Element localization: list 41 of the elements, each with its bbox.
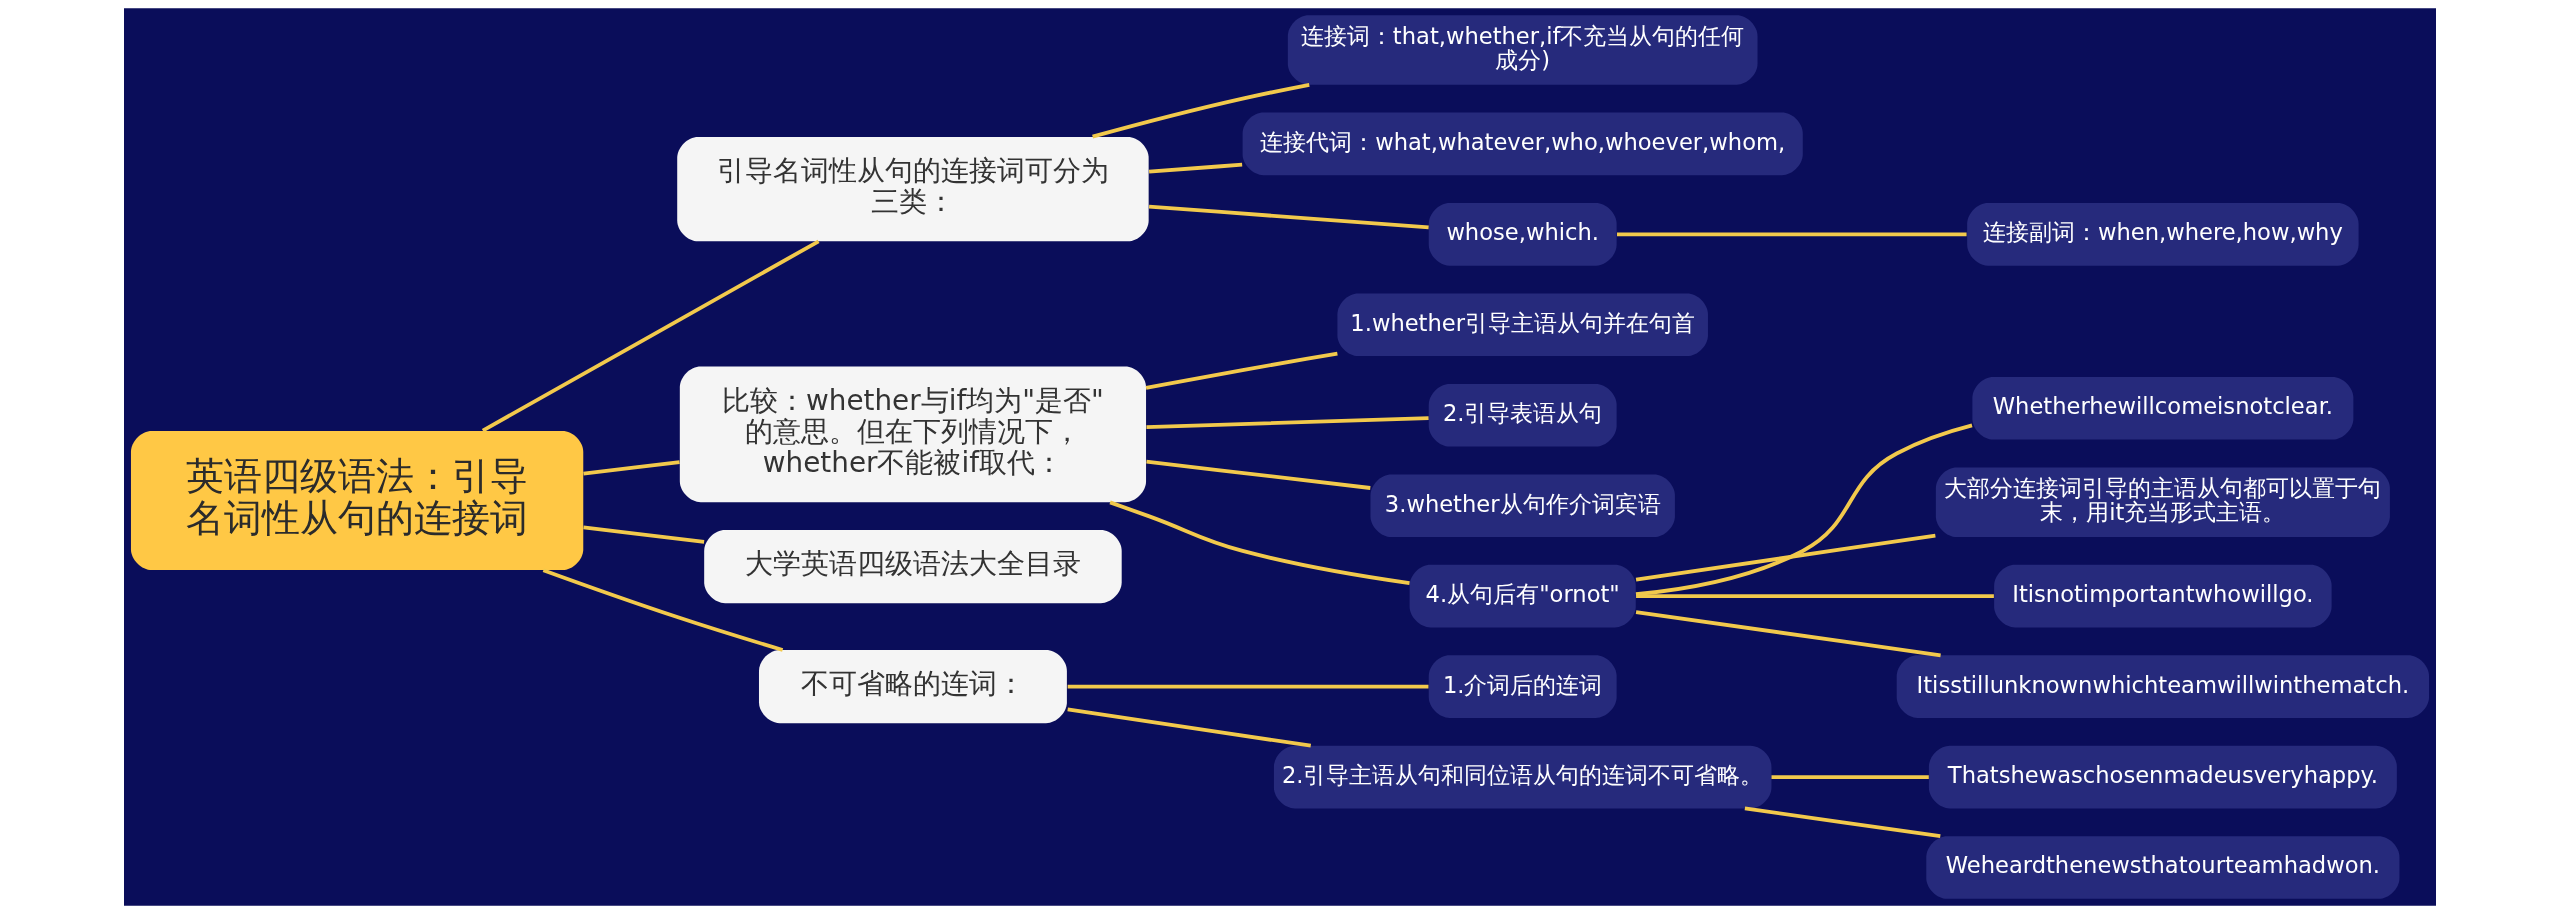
node-box: Itisstillunknownwhichteamwillwinthematch.	[1896, 655, 2430, 718]
node-box: 2.引导主语从句和同位语从句的连词不可省略。	[1273, 745, 1772, 809]
node-box: 4.从句后有"ornot"	[1409, 564, 1636, 628]
connector	[583, 460, 680, 476]
connector	[542, 568, 784, 652]
node-box: Whetherhewillcomeisnotclear.	[1972, 377, 2354, 440]
connector	[1635, 423, 1973, 597]
node-box: 连接代词：what,whatever,who,whoever,whom,	[1242, 112, 1803, 176]
connector	[1146, 416, 1429, 429]
node-box: 不可省略的连词：	[758, 650, 1067, 724]
connector	[1617, 232, 1967, 237]
connector	[1635, 610, 1941, 658]
node-box: 大学英语四级语法大全目录	[704, 530, 1122, 604]
connector	[1067, 684, 1429, 689]
connector	[1092, 82, 1310, 139]
connector	[1148, 162, 1243, 174]
node-box: 3.whether从句作介词宾语	[1370, 474, 1675, 537]
connector	[583, 525, 705, 544]
node-box: 连接词：that,whether,if不充当从句的任何成分)	[1287, 15, 1758, 85]
connector	[1146, 459, 1371, 490]
node-box: Weheardthenewsthatourteamhadwon.	[1926, 836, 2400, 899]
connector	[1067, 707, 1312, 748]
connector	[1145, 351, 1338, 390]
connector	[1636, 594, 1994, 599]
node-box: 比较：whether与if均为"是否"的意思。但在下列情况下，whether不能被if取代：	[679, 366, 1147, 503]
node-box: Thatshewaschosenmadeusveryhappy.	[1928, 745, 2397, 809]
node-box: 1.whether引导主语从句并在句首	[1337, 293, 1708, 357]
node-box: Itisnotimportantwhowillgo.	[1994, 564, 2332, 628]
connector	[1744, 806, 1941, 839]
node-box: 1.介词后的连词	[1428, 655, 1617, 718]
connector	[1771, 775, 1929, 779]
connector	[481, 239, 820, 433]
connector	[1635, 533, 1936, 582]
connector	[1148, 204, 1429, 230]
node-box: whose,which.	[1428, 203, 1617, 266]
node-box: 2.引导表语从句	[1428, 383, 1617, 447]
node-box: 大部分连接词引导的主语从句都可以置于句末，用it充当形式主语。	[1935, 467, 2390, 537]
connector	[1109, 500, 1410, 585]
node-box: 英语四级语法：引导名词性从句的连接词	[130, 430, 584, 571]
node-box: 引导名词性从句的连接词可分为三类：	[677, 136, 1149, 242]
node-box: 连接副词：when,where,how,why	[1967, 203, 2359, 266]
